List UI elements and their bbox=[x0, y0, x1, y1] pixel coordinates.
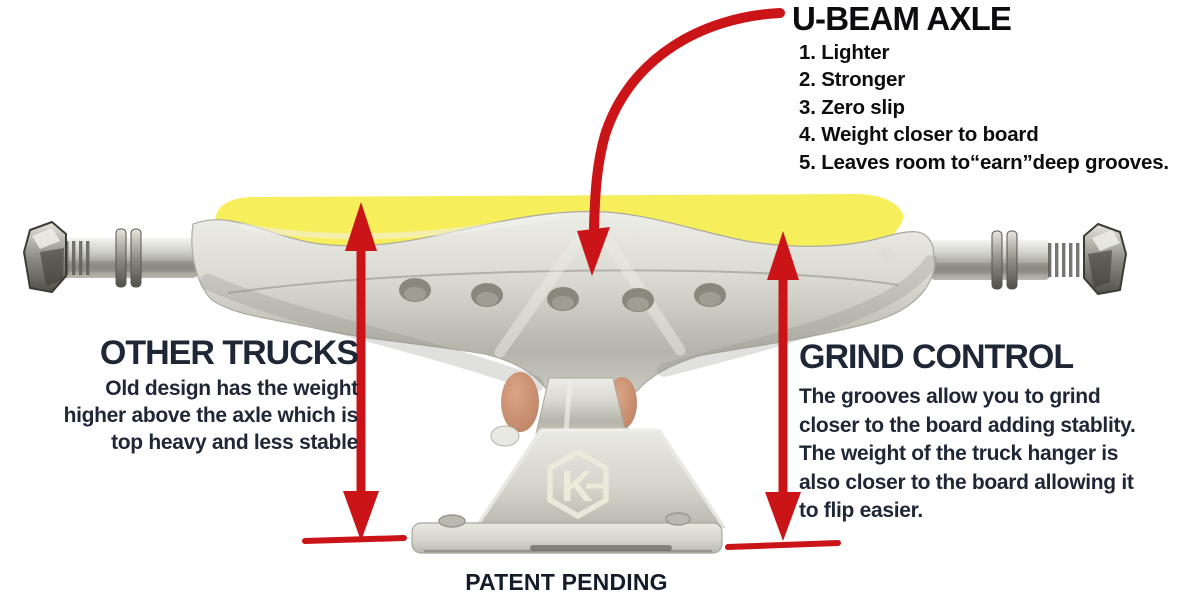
axle-left bbox=[23, 221, 198, 293]
ubeam-pointer-arrow bbox=[577, 8, 785, 276]
ubeam-feature-2: 2. Stronger bbox=[799, 68, 906, 92]
arrowhead-up bbox=[345, 202, 377, 251]
arrowhead-up bbox=[767, 231, 799, 280]
brand-logo: K bbox=[547, 449, 609, 519]
grind-control-line-2: closer to the board adding stablity. bbox=[799, 413, 1136, 437]
axle-threads-right bbox=[1048, 243, 1080, 277]
baseline-tick-left bbox=[302, 535, 407, 544]
axle-nut-left bbox=[23, 221, 67, 293]
measurement-arrow-right bbox=[725, 231, 841, 550]
other-trucks-block: OTHER TRUCKS Old design has the weight h… bbox=[30, 334, 359, 456]
ubeam-feature-1: 1. Lighter bbox=[799, 41, 890, 64]
arrowhead-down bbox=[343, 491, 379, 541]
hanger-grind-grooves bbox=[399, 278, 726, 312]
ubeam-feature-5: 5. Leaves room to“earn”deep grooves. bbox=[799, 150, 1169, 174]
grind-control-block: GRIND CONTROL The grooves allow you to g… bbox=[799, 338, 1199, 526]
grind-control-line-3: The weight of the truck hanger is bbox=[799, 442, 1119, 466]
axle-right bbox=[930, 223, 1127, 295]
axle-nut-right bbox=[1083, 223, 1127, 295]
ubeam-feature-list: 1. Lighter 2. Stronger 3. Zero slip 4. W… bbox=[799, 39, 1199, 176]
kingpin-yoke bbox=[535, 377, 627, 435]
ubeam-feature-3: 3. Zero slip bbox=[799, 95, 905, 119]
arrowhead-down bbox=[765, 492, 801, 541]
ubeam-title: U-BEAM AXLE bbox=[792, 0, 1012, 37]
baseplate: K bbox=[411, 428, 726, 554]
grind-control-line-1: The grooves allow you to grind bbox=[799, 385, 1101, 408]
ubeam-feature-4: 4. Weight closer to board bbox=[799, 123, 1039, 147]
other-trucks-line-3: top heavy and less stable bbox=[111, 431, 358, 454]
mount-hole-left bbox=[438, 514, 466, 528]
other-trucks-line-1: Old design has the weight bbox=[105, 377, 358, 400]
other-trucks-line-2: higher above the axle which is bbox=[63, 404, 359, 427]
arrowhead-down bbox=[577, 227, 610, 276]
grind-control-line-4: also closer to the board allowing it bbox=[799, 470, 1134, 494]
mount-hole-right bbox=[665, 512, 691, 526]
hanger-facet bbox=[875, 247, 898, 263]
hanger-crease bbox=[227, 269, 899, 294]
other-trucks-heading: OTHER TRUCKS bbox=[99, 334, 359, 372]
axle-washers-right bbox=[991, 230, 1018, 290]
patent-pending-label: PATENT PENDING bbox=[465, 569, 668, 595]
measurement-arrow-left bbox=[302, 202, 407, 544]
other-trucks-body: Old design has the weight higher above t… bbox=[30, 375, 359, 456]
axle-washers-left bbox=[115, 228, 142, 288]
grind-control-line-5: to flip easier. bbox=[799, 499, 923, 523]
grind-control-heading: GRIND CONTROL bbox=[799, 338, 1074, 376]
baseline-tick-right bbox=[725, 540, 841, 550]
grind-control-body: The grooves allow you to grind closer to… bbox=[799, 383, 1199, 526]
